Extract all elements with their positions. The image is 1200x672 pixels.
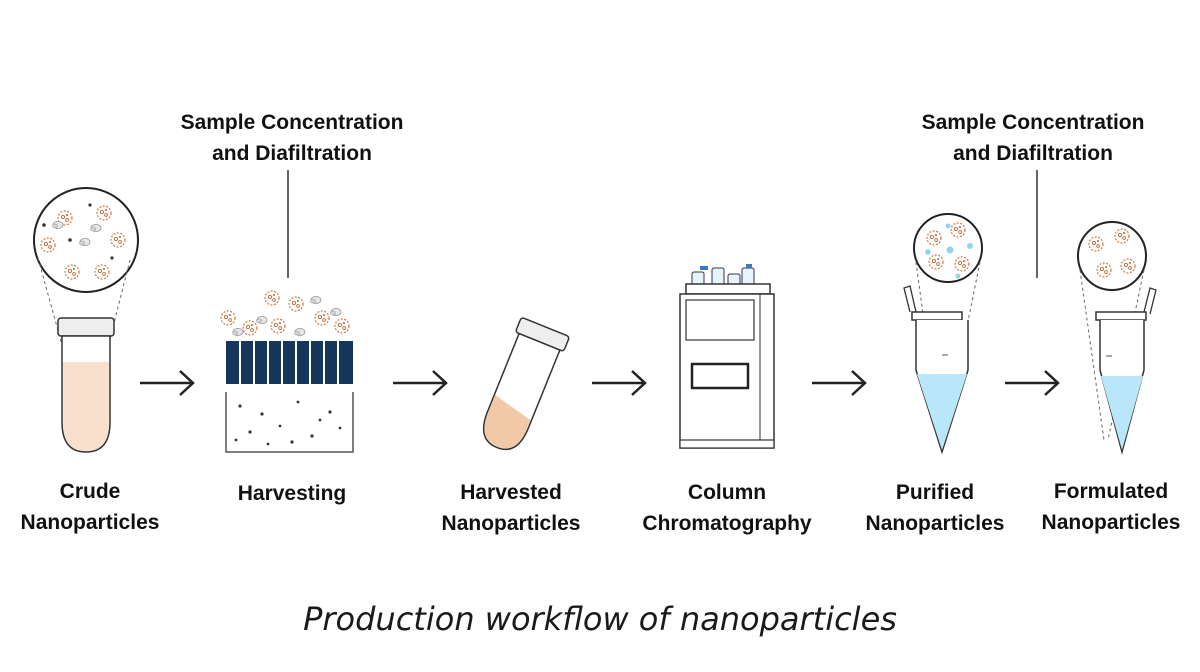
chromatography-instrument-icon bbox=[679, 264, 775, 449]
step-label-harvested: Harvested Nanoparticles bbox=[441, 481, 581, 535]
arrow-right-icon bbox=[592, 370, 647, 396]
step-label-chromatography: Column Chromatography bbox=[642, 481, 812, 535]
centrifuge-tube-icon bbox=[1036, 170, 1157, 455]
test-tube-icon bbox=[482, 317, 570, 451]
arrow-right-icon bbox=[812, 370, 867, 396]
step-label-crude: Crude Nanoparticles bbox=[20, 480, 160, 534]
crude-tube-icon bbox=[33, 187, 139, 453]
filter-membrane-icon bbox=[220, 170, 354, 453]
step-label-formulated: Formulated Nanoparticles bbox=[1041, 480, 1181, 534]
top-label-concentration-1: Sample Concentration and Diafiltration bbox=[180, 111, 404, 165]
arrow-right-icon bbox=[1005, 370, 1060, 396]
top-label-concentration-2: Sample Concentration and Diafiltration bbox=[921, 111, 1145, 165]
arrow-right-icon bbox=[393, 370, 448, 396]
arrow-right-icon bbox=[140, 370, 195, 396]
step-label-purified: Purified Nanoparticles bbox=[865, 481, 1005, 535]
centrifuge-tube-icon bbox=[903, 213, 983, 455]
figure-caption: Production workflow of nanoparticles bbox=[303, 600, 897, 638]
step-label-harvesting: Harvesting bbox=[237, 482, 347, 505]
